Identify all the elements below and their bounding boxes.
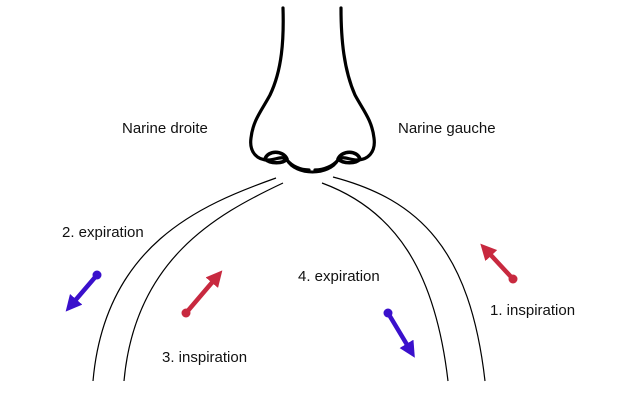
nose-drawing	[249, 6, 376, 174]
nasal-passages	[92, 176, 486, 382]
nose-right-contour	[313, 6, 376, 172]
nostril-left-shape	[336, 150, 362, 165]
label-step-1-inspiration: 1. inspiration	[490, 302, 576, 319]
nose-left-contour	[249, 6, 311, 172]
passage-left-inner	[321, 182, 449, 382]
label-left-nostril: Narine gauche	[398, 120, 496, 137]
passage-left-outer	[332, 176, 486, 382]
label-right-nostril: Narine droite	[122, 120, 208, 137]
nose-columella	[285, 158, 340, 174]
arrow-1-inspiration	[480, 243, 518, 284]
label-step-2-expiration: 2. expiration	[62, 224, 144, 241]
label-step-3-inspiration: 3. inspiration	[162, 349, 248, 366]
arrow-2-expiration	[65, 270, 102, 312]
passage-right-outer	[92, 177, 277, 382]
label-step-4-expiration: 4. expiration	[298, 268, 380, 285]
arrow-4-expiration	[383, 308, 415, 358]
passage-right-inner	[123, 182, 284, 382]
arrow-3-inspiration	[181, 270, 223, 318]
